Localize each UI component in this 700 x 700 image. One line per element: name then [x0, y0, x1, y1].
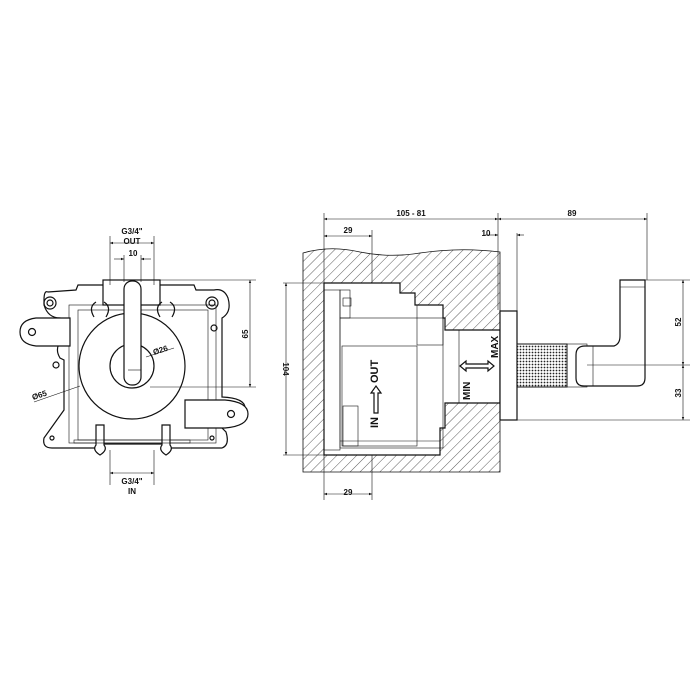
out-thread-label: G3/4": [121, 227, 142, 236]
mount-hole-icon: [209, 435, 215, 441]
out-label: OUT: [124, 237, 141, 246]
wall-cavity: [323, 282, 501, 456]
bottom-rail: [73, 439, 191, 444]
mount-hole-icon: [226, 409, 236, 419]
flow-arrow-icon: [369, 384, 383, 414]
in-label: IN: [128, 487, 136, 496]
knurled-knob: [516, 343, 568, 388]
body-offset-top-dim: 29: [344, 226, 353, 235]
projection-dim: 89: [568, 209, 577, 218]
height-dim: 65: [241, 329, 250, 338]
min-label: MIN: [462, 382, 473, 400]
side-dimensions: [283, 213, 690, 500]
screw-icon-inner: [46, 299, 54, 307]
mount-hole-icon: [210, 324, 218, 332]
mount-hole-icon: [52, 361, 60, 369]
body-top-flange: [416, 304, 444, 346]
flow-in-label: IN: [369, 417, 381, 428]
depth-range-dim: 105 - 81: [396, 209, 426, 218]
max-label: MAX: [490, 335, 501, 358]
handle-width-dim: 10: [129, 249, 138, 258]
screw-icon: [205, 296, 219, 310]
handle-bottom-dim: 33: [674, 388, 683, 397]
body-inner: [341, 345, 418, 447]
body-height-dim: 104: [281, 362, 290, 376]
lever-handle: [575, 279, 646, 387]
body-main: [339, 317, 444, 449]
front-view: G3/4" OUT 10 65 Ø65 Ø26 G3/4" IN: [19, 227, 256, 496]
left-mounting-tab: [19, 317, 71, 347]
right-mounting-tab: [184, 399, 249, 429]
side-view: IN OUT MIN MAX: [281, 209, 690, 500]
body-bottom-block: [342, 405, 359, 447]
handle-lever: [123, 280, 142, 386]
screw-icon-inner: [208, 299, 216, 307]
plate-thickness-dim: 10: [482, 229, 491, 238]
flow-out-label: OUT: [369, 360, 381, 384]
min-max-arrow-icon: [459, 359, 495, 373]
bolt: [342, 297, 352, 307]
clip: [156, 301, 176, 318]
in-thread-label: G3/4": [121, 477, 142, 486]
screw-icon: [43, 296, 57, 310]
mount-hole-icon: [27, 327, 37, 337]
front-dimensions: [33, 236, 256, 485]
mount-hole-icon: [49, 435, 55, 441]
handle-top-dim: 52: [674, 317, 683, 326]
escutcheon-diameter-dim: Ø65: [31, 388, 49, 401]
body-offset-bottom-dim: 29: [344, 488, 353, 497]
clip: [90, 301, 110, 318]
escutcheon-plate: [499, 310, 518, 421]
